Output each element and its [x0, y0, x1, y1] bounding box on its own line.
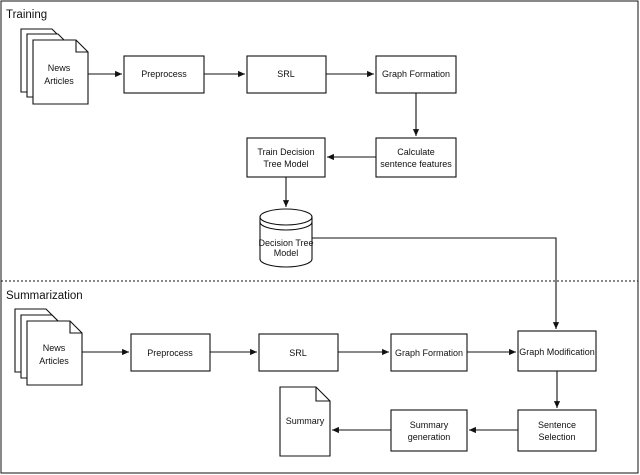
summ-graph-modification-box: Graph Modification: [517, 330, 597, 372]
summ-graph-modification-label: Graph Modification: [519, 347, 595, 357]
summ-sentence-selection-line1: Sentence: [538, 420, 576, 430]
db-label-line2: Model: [274, 248, 299, 258]
section-title-training: Training: [6, 9, 47, 21]
training-news-articles-docs: News Articles: [20, 28, 89, 105]
summ-graph-formation-box: Graph Formation: [390, 333, 468, 372]
training-docs-line1: News: [48, 63, 71, 73]
summ-srl-label: SRL: [289, 348, 307, 358]
summ-docs-line1: News: [43, 343, 66, 353]
training-train-tree-line2: Tree Model: [263, 159, 308, 169]
training-srl-label: SRL: [277, 69, 295, 79]
summ-graph-formation-label: Graph Formation: [395, 348, 463, 358]
summ-summary-generation-box: Summary generation: [390, 409, 468, 452]
summ-summary-generation-line2: generation: [408, 432, 451, 442]
db-label-line1: Decision Tree: [258, 238, 313, 248]
training-preprocess-box: Preprocess: [123, 55, 205, 94]
training-train-tree-box: Train Decision Tree Model: [246, 137, 326, 178]
summ-docs-line2: Articles: [39, 356, 69, 366]
training-graph-formation-label: Graph Formation: [382, 69, 450, 79]
training-calc-features-line2: sentence features: [380, 159, 452, 169]
training-calc-features-box: Calculate sentence features: [375, 137, 457, 178]
training-calc-features-line1: Calculate: [397, 147, 435, 157]
summ-sentence-selection-box: Sentence Selection: [517, 409, 597, 452]
summ-preprocess-box: Preprocess: [130, 333, 211, 372]
summ-news-articles-docs: News Articles: [14, 308, 83, 386]
summary-document-label: Summary: [286, 416, 325, 426]
training-docs-line2: Articles: [44, 76, 74, 86]
training-preprocess-label: Preprocess: [141, 69, 187, 79]
section-title-summarization: Summarization: [6, 290, 83, 302]
summ-srl-box: SRL: [258, 333, 339, 372]
summ-sentence-selection-line2: Selection: [538, 432, 575, 442]
training-graph-formation-box: Graph Formation: [375, 55, 457, 94]
training-train-tree-line1: Train Decision: [257, 147, 314, 157]
training-srl-box: SRL: [246, 55, 327, 94]
summ-preprocess-label: Preprocess: [147, 348, 193, 358]
summ-summary-generation-line1: Summary: [410, 420, 449, 430]
edge-db-to-graph-mod: [312, 237, 560, 329]
summary-document: Summary: [279, 386, 331, 457]
decision-tree-model-db: Decision Tree Model: [258, 208, 314, 268]
